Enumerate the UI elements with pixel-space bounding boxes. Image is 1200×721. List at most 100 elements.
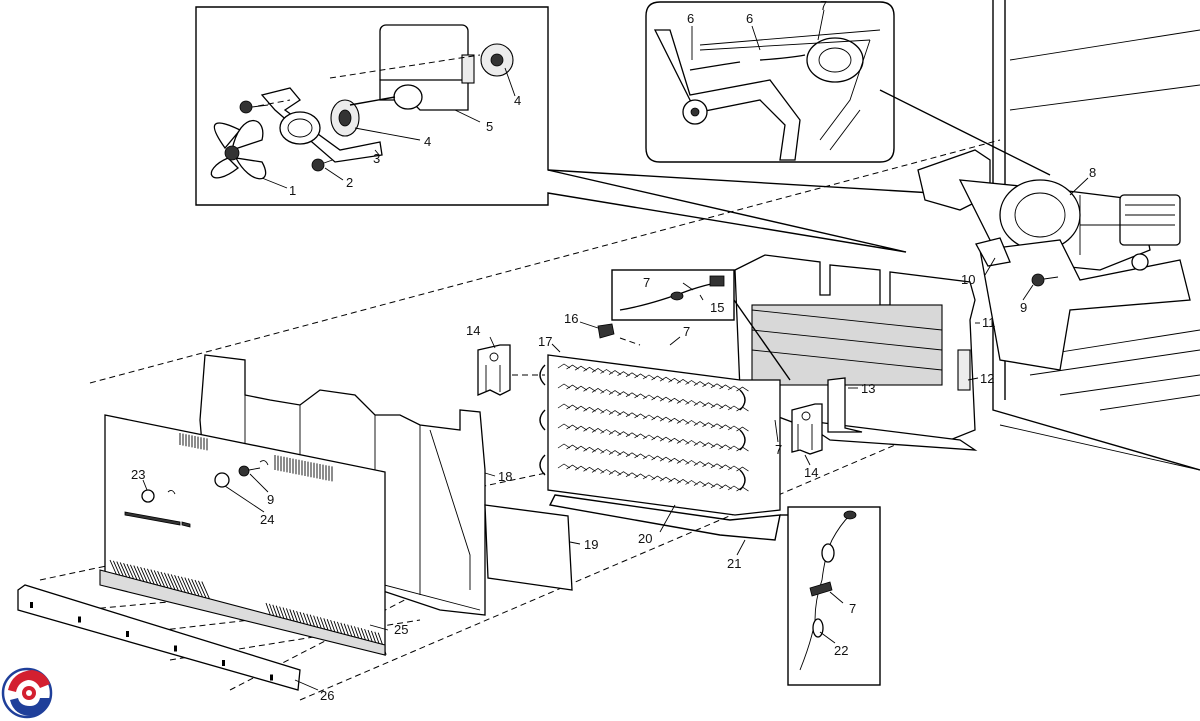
- evaporator-fin: [685, 480, 698, 485]
- trim-slot: [174, 645, 177, 652]
- callout-19: 19: [584, 537, 598, 552]
- evaporator-fin: [727, 405, 741, 411]
- callout-7-sensor: 7: [643, 275, 650, 290]
- evaporator-fin: [685, 420, 698, 425]
- evaporator-fin: [625, 412, 639, 418]
- callout-9-cover: 9: [267, 492, 274, 507]
- wire-harness-inset: [645, 1, 1051, 176]
- evaporator-fin: [659, 376, 673, 382]
- evaporator-fin: [566, 364, 579, 370]
- evaporator-fin: [651, 475, 664, 481]
- callout-22: 22: [834, 643, 848, 658]
- evaporator-fin: [702, 422, 715, 427]
- evaporator-fin: [583, 406, 596, 412]
- evaporator-fin: [668, 477, 681, 483]
- fan-shroud: [917, 149, 1191, 371]
- vent-slot: [157, 571, 167, 590]
- evaporator-fin: [651, 395, 664, 401]
- evaporator-fin: [710, 443, 724, 449]
- evaporator-fin: [642, 454, 656, 460]
- callout-17: 17: [538, 334, 552, 349]
- callout-9-cabinet: 9: [1020, 300, 1027, 315]
- callout-20: 20: [638, 531, 652, 546]
- evaporator-fin: [710, 383, 724, 389]
- evaporator-fin: [583, 466, 596, 472]
- evaporator-fin: [702, 482, 715, 487]
- evaporator-coil: [539, 354, 781, 541]
- callout-24: 24: [260, 512, 274, 527]
- evaporator-fin: [557, 403, 571, 409]
- evaporator-fin: [685, 460, 698, 465]
- trim-slot: [222, 660, 225, 666]
- screw-9-cabinet: [1031, 273, 1059, 287]
- vent-slot: [160, 571, 170, 591]
- evaporator-fin: [634, 453, 647, 459]
- evaporator-fin: [719, 464, 732, 470]
- vent-slot: [187, 578, 197, 597]
- evaporator-fin: [574, 365, 588, 371]
- vent-slot: [184, 577, 194, 596]
- evaporator-fin: [608, 470, 622, 475]
- callout-8: 8: [1089, 165, 1096, 180]
- evaporator-fin: [659, 416, 673, 422]
- callout-4-upper: 4: [514, 93, 521, 108]
- evaporator-fin: [634, 393, 647, 399]
- evaporator-fin: [625, 392, 639, 398]
- callout-14-left: 14: [466, 323, 480, 338]
- evaporator-fin: [676, 418, 690, 424]
- evaporator-fin: [583, 386, 596, 392]
- evaporator-fin: [625, 452, 639, 458]
- callout-6-left: 6: [687, 11, 694, 26]
- evaporator-fin: [608, 370, 622, 375]
- evaporator-fin: [676, 458, 690, 464]
- evaporator-fin: [625, 472, 639, 478]
- evaporator-fin: [651, 375, 664, 381]
- evaporator-fin: [693, 441, 707, 446]
- evaporator-fin: [719, 484, 732, 490]
- evaporator-bracket-13: [827, 377, 863, 433]
- leader-lines: [142, 9, 1089, 691]
- duct-insulation-panel: [484, 504, 573, 591]
- evaporator-fin: [676, 438, 690, 444]
- evaporator-fin: [591, 407, 605, 413]
- callout-16: 16: [564, 311, 578, 326]
- rubber-grommet-upper: [480, 43, 514, 77]
- callout-4-lower: 4: [424, 134, 431, 149]
- callout-15: 15: [710, 300, 724, 315]
- evaporator-fin: [557, 423, 571, 429]
- evaporator-bracket-left: [477, 344, 511, 396]
- evaporator-fin: [676, 378, 690, 384]
- trim-slot: [126, 631, 129, 637]
- evaporator-fin: [591, 427, 605, 433]
- evaporator-fin: [693, 461, 707, 466]
- evaporator-fin: [727, 465, 741, 471]
- evaporator-fin: [659, 456, 673, 462]
- callout-1: 1: [289, 183, 296, 198]
- evaporator-fin: [727, 385, 741, 391]
- evaporator-fin: [608, 390, 622, 395]
- evaporator-fin: [693, 381, 707, 386]
- evaporator-fin: [710, 463, 724, 469]
- fan-blade: [210, 119, 267, 180]
- defrost-heater-inset: [780, 506, 881, 686]
- evaporator-fin: [608, 410, 622, 415]
- evaporator-fin: [668, 417, 681, 423]
- evaporator-fin: [668, 377, 681, 383]
- evaporator-fin: [659, 396, 673, 402]
- evaporator-fin: [608, 450, 622, 455]
- evaporator-fin: [659, 436, 673, 442]
- vent-slot: [197, 580, 207, 599]
- callout-11: 11: [982, 315, 996, 330]
- evaporator-fin: [634, 433, 647, 439]
- screw-2-upper: [239, 100, 269, 114]
- evaporator-fin: [719, 404, 732, 410]
- evaporator-fin: [710, 423, 724, 429]
- vent-slot: [201, 581, 211, 600]
- evaporator-fin: [642, 394, 656, 400]
- callout-5: 5: [486, 119, 493, 134]
- callout-21: 21: [727, 556, 741, 571]
- evaporator-fin: [634, 413, 647, 419]
- callout-7-harness: 7: [820, 0, 827, 13]
- evaporator-fin: [617, 451, 630, 456]
